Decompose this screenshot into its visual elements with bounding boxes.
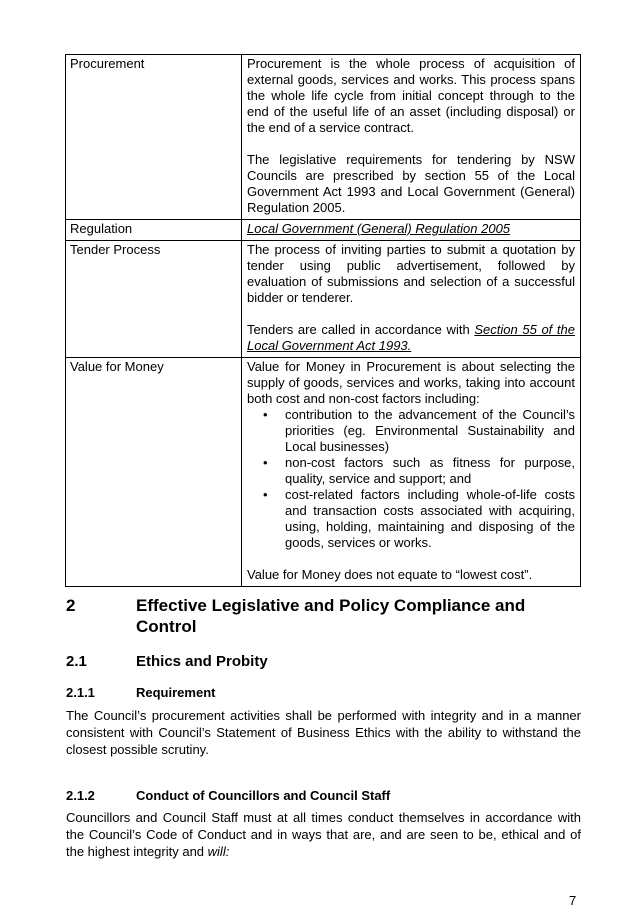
table-row: Regulation Local Government (General) Re… (65, 219, 581, 241)
subsubsection-title: Requirement (136, 685, 216, 700)
definition-text: Procurement is the whole process of acqu… (247, 56, 575, 135)
body-text: Councillors and Council Staff must at al… (66, 810, 581, 859)
table-row: Tender Process The process of inviting p… (65, 240, 581, 358)
list-item: cost-related factors including whole-of-… (263, 487, 575, 551)
term-cell: Regulation (65, 219, 242, 241)
subsubsection-title: Conduct of Councillors and Council Staff (136, 788, 391, 803)
definition-cell: Value for Money in Procurement is about … (241, 357, 581, 587)
regulation-link[interactable]: Local Government (General) Regulation 20… (247, 221, 511, 236)
bullet-list: contribution to the advancement of the C… (247, 407, 575, 551)
term-cell: Value for Money (65, 357, 242, 587)
definition-text-prefix: Tenders are called in accordance with (247, 322, 475, 337)
table-row: Procurement Procurement is the whole pro… (65, 54, 581, 220)
definition-text: Value for Money in Procurement is about … (247, 359, 575, 406)
term-cell: Procurement (65, 54, 242, 220)
list-item: contribution to the advancement of the C… (263, 407, 575, 455)
subsubsection-number: 2.1.1 (66, 685, 95, 700)
table-row: Value for Money Value for Money in Procu… (65, 357, 581, 587)
section-number: 2 (66, 596, 76, 615)
definition-text: Tenders are called in accordance with Se… (247, 322, 575, 354)
body-paragraph: The Council’s procurement activities sha… (66, 708, 581, 757)
section-title: Effective Legislative and Policy Complia… (136, 596, 526, 636)
definition-cell: Procurement is the whole process of acqu… (241, 54, 581, 220)
definition-cell: Local Government (General) Regulation 20… (241, 219, 581, 241)
body-paragraph: Councillors and Council Staff must at al… (66, 809, 581, 860)
definition-cell: The process of inviting parties to submi… (241, 240, 581, 358)
definition-text: Value for Money does not equate to “lowe… (247, 567, 533, 582)
definition-text: The legislative requirements for tenderi… (247, 152, 575, 215)
section-55-link[interactable]: Section 55 of the Local Government Act 1… (247, 322, 575, 353)
subsection-title: Ethics and Probity (136, 653, 268, 670)
subsubsection-number: 2.1.2 (66, 788, 95, 803)
term-cell: Tender Process (65, 240, 242, 358)
definition-text: The process of inviting parties to submi… (247, 242, 575, 305)
definitions-table: Procurement Procurement is the whole pro… (65, 54, 581, 587)
subsection-number: 2.1 (66, 653, 87, 670)
list-item: non-cost factors such as fitness for pur… (263, 455, 575, 487)
body-emphasis: will: (207, 844, 230, 859)
page-number: 7 (569, 893, 577, 908)
